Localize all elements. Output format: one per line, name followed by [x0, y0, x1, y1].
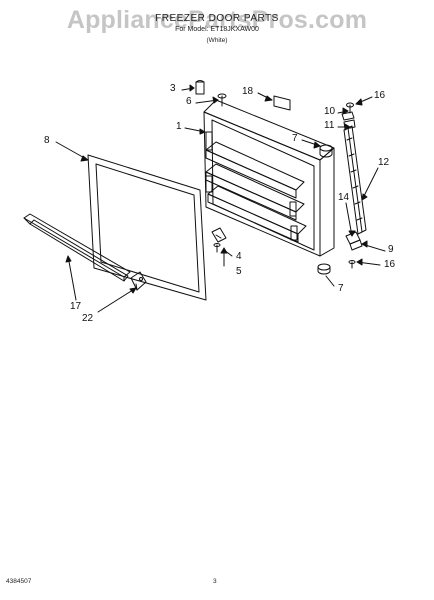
callout-17: 17: [70, 301, 82, 312]
hinge-plug: [195, 80, 205, 95]
callout-16-top: 16: [374, 90, 386, 101]
watermark: AppliancePartsPros.com: [66, 6, 368, 34]
callout-22: 22: [82, 313, 94, 324]
callout-4: 4: [236, 251, 242, 262]
part-number: 4384507: [6, 578, 32, 585]
handle-bracket: [211, 227, 227, 253]
callout-18: 18: [242, 86, 254, 97]
diagram-title: FREEZER DOOR PARTS: [155, 13, 279, 24]
callout-6: 6: [186, 96, 192, 107]
door-gasket: [87, 154, 207, 301]
door-stop-bottom: [317, 263, 331, 275]
callout-12: 12: [378, 157, 390, 168]
model-number: For Model: ET18JKXAW00: [175, 26, 259, 33]
callout-7-bottom: 7: [338, 283, 344, 294]
callout-7-top: 7: [292, 133, 298, 144]
callout-3: 3: [170, 83, 176, 94]
callout-14: 14: [338, 192, 350, 203]
callout-1: 1: [176, 121, 182, 132]
door-handle: [343, 125, 367, 235]
callout-11: 11: [324, 120, 335, 131]
door-label: [273, 95, 291, 111]
callout-9: 9: [388, 244, 394, 255]
callout-8: 8: [44, 135, 50, 146]
callout-16-bottom: 16: [384, 259, 396, 270]
callout-10: 10: [324, 106, 336, 117]
handle-top-hardware: [341, 102, 356, 130]
callout-leaders: [55, 84, 386, 313]
breaker-strip: [23, 213, 131, 282]
page-number: 3: [213, 578, 217, 585]
door-liner: [203, 99, 335, 257]
strip-bracket: [130, 271, 147, 291]
model-color: (White): [206, 37, 228, 44]
screw-top-left: [217, 93, 227, 107]
door-stop-top: [319, 144, 333, 158]
callout-5: 5: [236, 266, 242, 277]
